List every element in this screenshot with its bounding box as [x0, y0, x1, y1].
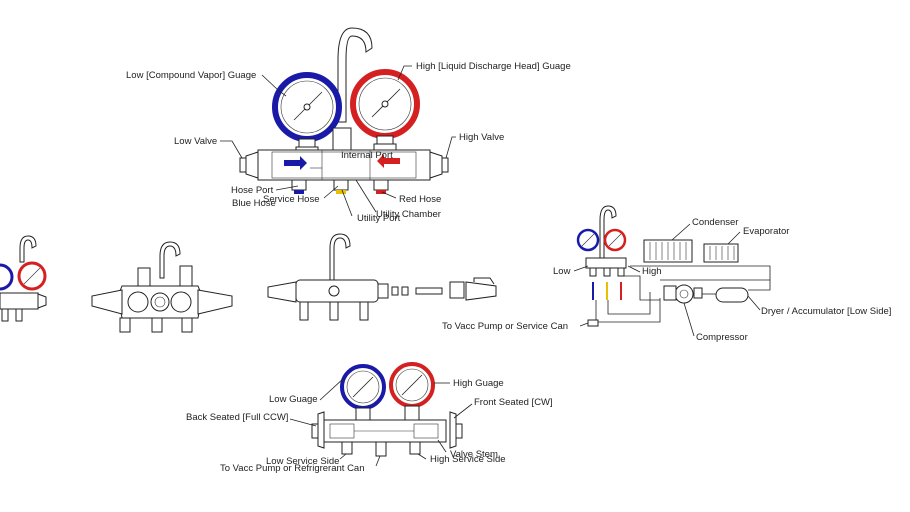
- bottom-leaders: [289, 377, 473, 467]
- evaporator: [703, 243, 739, 263]
- condenser-fins: [649, 242, 687, 260]
- label-utility-port: Utility Port: [357, 213, 401, 224]
- evaporator-fins: [709, 246, 735, 260]
- label-red-hose: Red Hose: [399, 194, 441, 205]
- label-vacc-pump-refrigerant: To Vacc Pump or Refrigrerant Can: [220, 463, 365, 474]
- bottom-valve-diagram: [311, 362, 463, 457]
- label-dryer: Dryer / Accumulator [Low Side]: [761, 306, 891, 317]
- low-gauge-dial: [272, 72, 342, 154]
- ac-system-diagram: [576, 205, 771, 327]
- label-back-seated: Back Seated [Full CCW]: [186, 412, 288, 423]
- label-compressor: Compressor: [696, 332, 748, 343]
- three-port-manifold: [91, 241, 233, 333]
- label-high-gauge: High [Liquid Discharge Head] Guage: [416, 61, 571, 72]
- compressor: [674, 284, 694, 304]
- main-manifold: [239, 27, 449, 194]
- label-vacc-pump-service: To Vacc Pump or Service Can: [442, 321, 568, 332]
- label-low-service-side: Low Service Side: [266, 456, 339, 467]
- label-blue-hose: Blue Hose: [232, 198, 276, 209]
- label-low-gauge: Low [Compound Vapor] Guage: [126, 70, 256, 81]
- manifold-assembly: [267, 233, 497, 321]
- label-low-gauge-bottom: Low Guage: [269, 394, 318, 405]
- top-leaders: [220, 65, 456, 217]
- flow-arrow-red: [377, 154, 400, 168]
- low-valve-knob: [245, 151, 259, 179]
- label-condenser: Condenser: [692, 217, 738, 228]
- high-valve-handle: [449, 411, 457, 449]
- label-internal-port: Internal Port: [341, 150, 393, 161]
- accumulator: [715, 287, 749, 303]
- system-leaders: [573, 223, 761, 337]
- label-utility-chamber: Utility Chamber: [376, 209, 441, 220]
- left-partial-manifold: [0, 235, 47, 322]
- low-valve-handle: [317, 411, 325, 449]
- label-valve-stem: Valve Stem: [450, 449, 498, 460]
- label-service-hose: Service Hose: [263, 194, 320, 205]
- label-high-valve: High Valve: [459, 132, 504, 143]
- label-high: High: [642, 266, 662, 277]
- high-valve-knob: [429, 151, 443, 179]
- label-hose-port: Hose Port: [231, 185, 274, 196]
- label-low: Low: [553, 266, 571, 277]
- flow-arrow-blue: [284, 156, 307, 170]
- high-gauge-dial: [350, 69, 420, 151]
- label-front-seated: Front Seated [CW]: [474, 397, 553, 408]
- label-high-service-side: High Service Side: [430, 454, 506, 465]
- label-evaporator: Evaporator: [743, 226, 789, 237]
- label-high-gauge-bottom: High Guage: [453, 378, 504, 389]
- label-low-valve: Low Valve: [174, 136, 217, 147]
